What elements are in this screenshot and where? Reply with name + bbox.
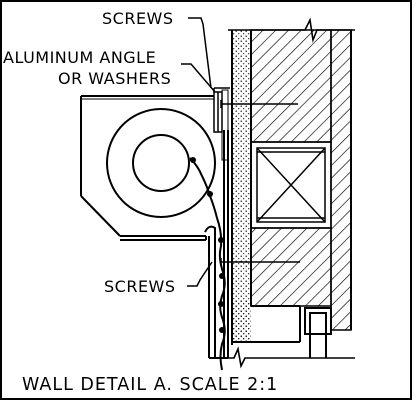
guide-rail (204, 130, 229, 359)
label-screws-bottom: SCREWS (104, 277, 176, 296)
shutter-housing (80, 95, 214, 241)
label-or-washers: OR WASHERS (58, 69, 171, 88)
sill-channel (304, 307, 332, 358)
leader-lines (181, 17, 216, 287)
label-screws-top: SCREWS (102, 9, 174, 28)
top-screw (220, 100, 298, 108)
wall-section (228, 17, 355, 358)
cross-brace-blocking (256, 147, 326, 223)
label-aluminum-angle: ALUMINUM ANGLE (3, 48, 156, 67)
lower-timber (250, 227, 332, 307)
plaster-layer (232, 30, 251, 342)
roller-drum (106, 108, 216, 218)
aluminum-angle (213, 87, 230, 161)
top-break-line (228, 17, 355, 44)
bottom-break-line (209, 346, 355, 369)
shutter-curtain (189, 157, 226, 371)
plaster-bottom (232, 300, 251, 342)
detail-caption: WALL DETAIL A. SCALE 2:1 (22, 375, 278, 395)
inner-stud (330, 29, 352, 331)
curtain-rivets (190, 157, 225, 333)
upper-timber (250, 29, 332, 143)
